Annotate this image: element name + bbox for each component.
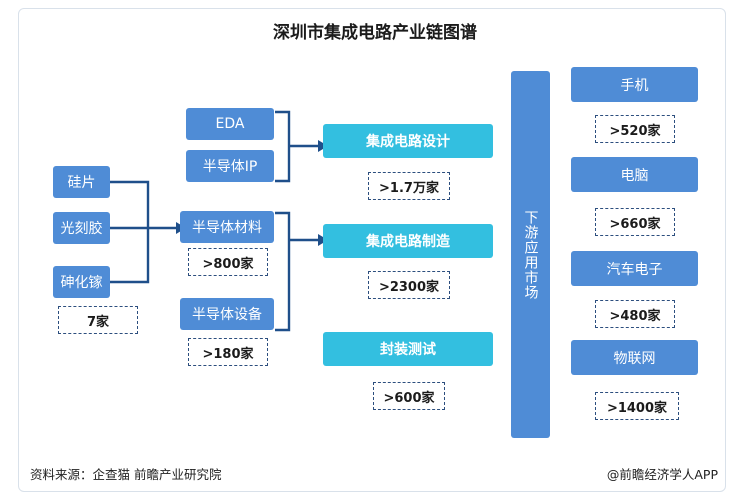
down-item-phone-count: >520家 bbox=[595, 115, 675, 143]
connector-raw-materials bbox=[110, 180, 150, 284]
equipment-count: >180家 bbox=[188, 338, 268, 366]
mid-ic-design-count: >1.7万家 bbox=[368, 172, 450, 200]
raw-item-gaas: 砷化镓 bbox=[53, 266, 110, 298]
mid-ic-manufacturing-count: >2300家 bbox=[368, 271, 450, 299]
down-item-iot-count: >1400家 bbox=[595, 392, 679, 420]
down-item-auto-count: >480家 bbox=[595, 300, 675, 328]
mid-packaging-count: >600家 bbox=[373, 382, 445, 410]
bracket-manufacturing bbox=[275, 211, 291, 332]
down-item-auto: 汽车电子 bbox=[571, 251, 698, 286]
design-item-ip: 半导体IP bbox=[186, 150, 274, 182]
design-item-eda: EDA bbox=[186, 108, 274, 140]
materials-count: >800家 bbox=[188, 248, 268, 276]
down-item-computer: 电脑 bbox=[571, 157, 698, 192]
raw-count: 7家 bbox=[58, 306, 138, 334]
down-item-computer-count: >660家 bbox=[595, 208, 675, 236]
equipment-box: 半导体设备 bbox=[180, 298, 274, 330]
down-item-iot: 物联网 bbox=[571, 340, 698, 375]
materials-box: 半导体材料 bbox=[180, 211, 274, 243]
mid-packaging-testing: 封装测试 bbox=[323, 332, 493, 366]
mid-ic-manufacturing: 集成电路制造 bbox=[323, 224, 493, 258]
downstream-market-bar: 下游应用市场 bbox=[511, 71, 550, 438]
page-title: 深圳市集成电路产业链图谱 bbox=[273, 23, 477, 43]
bracket-design bbox=[275, 110, 291, 183]
source-note: 资料来源：企查猫 前瞻产业研究院 bbox=[30, 467, 222, 482]
brand-credit: @前瞻经济学人APP bbox=[606, 467, 718, 482]
raw-item-wafer: 硅片 bbox=[53, 166, 110, 198]
raw-item-photoresist: 光刻胶 bbox=[53, 212, 110, 244]
down-item-phone: 手机 bbox=[571, 67, 698, 102]
mid-ic-design: 集成电路设计 bbox=[323, 124, 493, 158]
